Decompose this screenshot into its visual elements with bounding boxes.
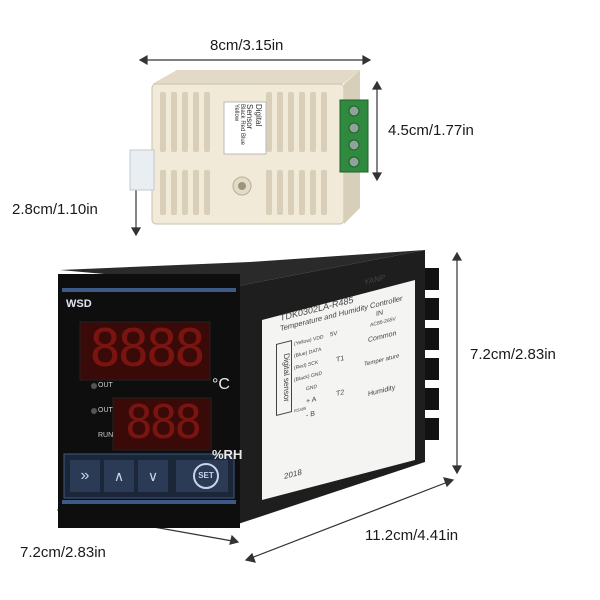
side-label: YANP TDK0302LA-R485 Temperature and Humi…	[272, 250, 412, 505]
voltage-label: 5V	[330, 330, 338, 339]
terminal-sck: (Red) SCK	[294, 359, 319, 372]
year-label: 2018	[284, 467, 302, 482]
up-button[interactable]: ∧	[104, 460, 134, 492]
out2-indicator: OUT	[98, 407, 113, 414]
t2-label: T2	[336, 389, 345, 399]
humidity-label: Humidity	[368, 384, 396, 399]
in-label: IN	[376, 309, 383, 319]
brand-label: WSD	[66, 298, 92, 310]
controller-depth-label: 11.2cm/4.41in	[365, 527, 459, 544]
terminal-vdd: (Yellow) VDD	[294, 334, 324, 348]
down-button[interactable]: ∨	[138, 460, 168, 492]
bottom-display: 888	[124, 395, 202, 449]
sensor-label-wires: Black Red Blue Yellow	[233, 104, 245, 146]
run-indicator: RUN	[98, 432, 114, 439]
terminal-a: + A	[306, 395, 317, 406]
side-sensor-box: Digital sensor	[276, 340, 292, 417]
sensor-width-label: 8cm/3.15in	[210, 37, 284, 54]
sensor-depth-label: 2.8cm/1.10in	[12, 201, 98, 218]
side-maker: YANP	[364, 272, 386, 288]
set-label: SET	[198, 471, 214, 480]
rs485-label: RS485	[294, 405, 307, 414]
set-button[interactable]: SET	[193, 463, 219, 489]
celsius-unit: °C	[212, 376, 230, 393]
t1-label: T1	[336, 355, 345, 365]
terminal-black-gnd: (Black) GND	[294, 370, 323, 384]
common-label: Common	[368, 329, 397, 345]
sensor-label: Digital Sensor Black Red Blue Yellow	[227, 104, 263, 152]
out1-indicator: OUT	[98, 382, 113, 389]
controller-width-label: 7.2cm/2.83in	[20, 544, 106, 561]
sensor-label-title: Digital Sensor	[245, 104, 263, 130]
digital-sensor	[129, 70, 369, 225]
controller-height-label: 7.2cm/2.83in	[470, 346, 556, 363]
rh-unit: %RH	[212, 447, 243, 462]
shift-button[interactable]: »	[70, 460, 100, 492]
chevron-down-icon: ∨	[147, 468, 159, 484]
double-chevron-right-icon: »	[80, 467, 90, 484]
temperature-label: Temper ature	[364, 353, 400, 369]
sensor-height-label: 4.5cm/1.77in	[388, 122, 474, 139]
temperature-humidity-controller	[58, 250, 439, 528]
power-label: AC85-265V	[370, 316, 396, 329]
top-display: 8888	[89, 319, 205, 379]
terminal-data: (Blue) DATA	[294, 346, 322, 360]
terminal-gnd: GND	[306, 383, 318, 393]
chevron-up-icon: ∧	[113, 468, 125, 484]
terminal-b: - B	[306, 410, 315, 420]
